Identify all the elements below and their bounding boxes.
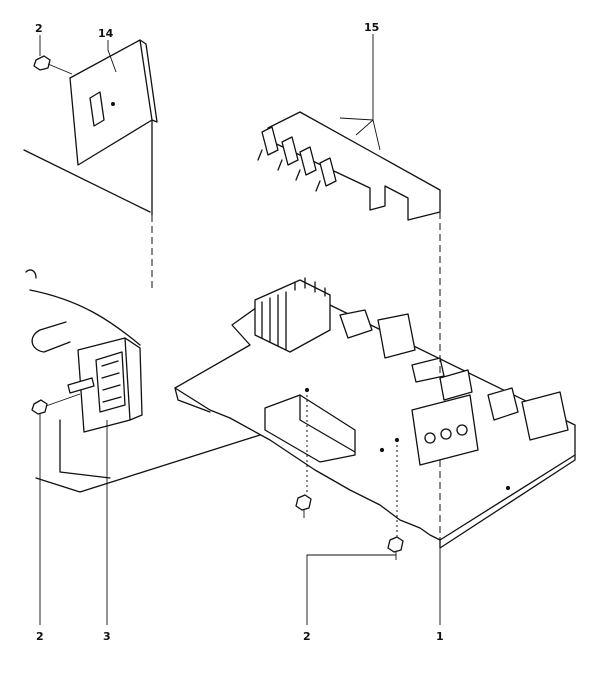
callout-2-left: 2 [36, 630, 44, 643]
screw-bottom-1 [295, 494, 312, 518]
screw-left [31, 393, 81, 415]
screw-top-left [33, 55, 73, 75]
callout-15: 15 [364, 21, 379, 34]
callout-14: 14 [98, 27, 114, 40]
circuit-board [174, 277, 576, 549]
callout-2-bottom: 2 [303, 630, 311, 643]
callouts: 2 14 15 2 3 2 1 [35, 21, 444, 643]
callout-3: 3 [103, 630, 111, 643]
cover-plate [69, 39, 158, 166]
callout-2-top: 2 [35, 22, 43, 35]
button-bar [257, 111, 441, 221]
screw-bottom-2 [387, 536, 404, 560]
connector-bracket [31, 321, 143, 433]
assembly-lines [151, 190, 441, 540]
callout-1: 1 [436, 630, 444, 643]
leader-lines [39, 34, 441, 625]
